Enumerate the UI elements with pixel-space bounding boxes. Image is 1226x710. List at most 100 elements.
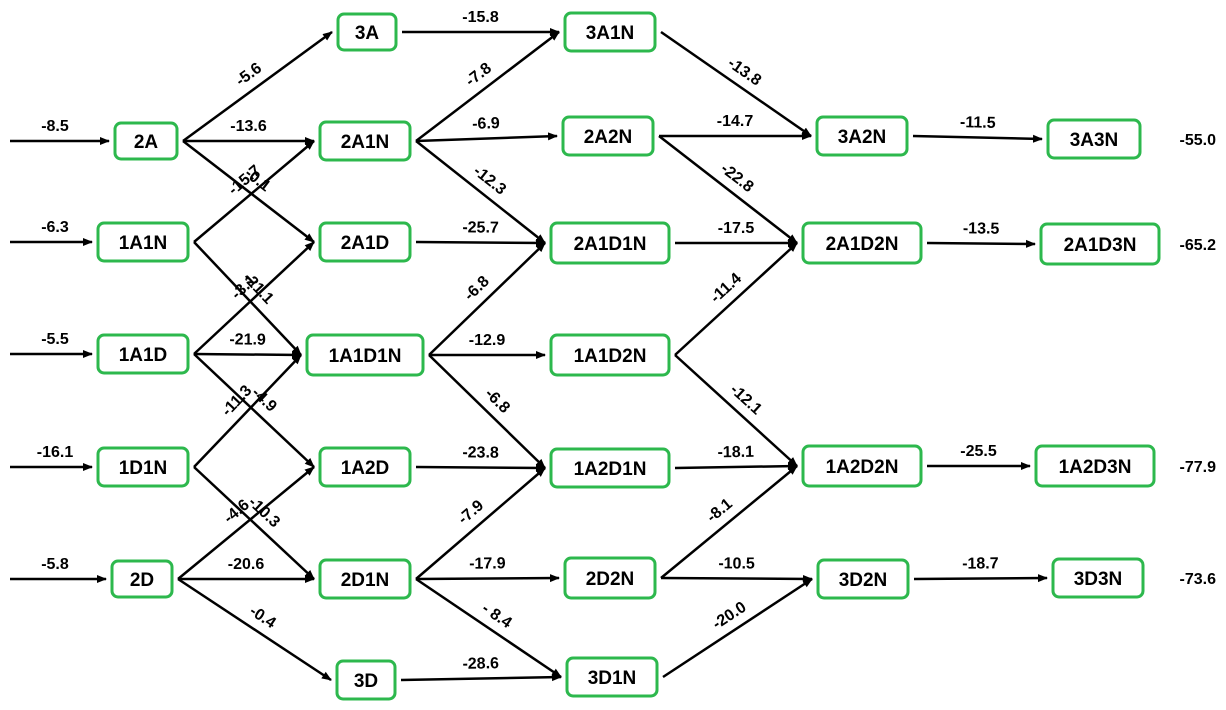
node-label: 3A1N xyxy=(586,23,635,44)
edge-2d1n-to-3d1n xyxy=(415,577,562,679)
node-label: 2A1D3N xyxy=(1064,235,1137,256)
node-box xyxy=(549,333,671,377)
node-1a2d1n: 1A2D1N xyxy=(549,447,671,489)
edge-1a1d2n-to-1a2d2n xyxy=(674,354,798,467)
node-box xyxy=(318,446,412,488)
node-label: 3A2N xyxy=(838,127,887,148)
node-box xyxy=(549,447,671,489)
edge-2a2n-to-2a1d2n xyxy=(658,135,798,244)
edge-label-3a-to-3a1n: -15.8 xyxy=(462,9,499,26)
node-box xyxy=(563,11,657,53)
node-1d1n: 1D1N xyxy=(96,446,190,488)
edge-2d1n-to-2d2n xyxy=(415,574,560,583)
node-box xyxy=(305,333,425,377)
node-box xyxy=(561,115,655,157)
node-label: 1A2D2N xyxy=(826,457,899,478)
edge-1a1d1n-to-2a1d1n xyxy=(428,242,546,356)
node-label: 1A1N xyxy=(119,233,168,254)
edge-label-2a1d1n-to-2a1d2n: -17.5 xyxy=(718,220,755,237)
edge-2a-to-2a1d xyxy=(182,140,315,243)
node-3d: 3D xyxy=(335,659,397,701)
node-3d2n: 3D2N xyxy=(816,558,910,600)
total-3d3n: -73.6 xyxy=(1180,571,1217,588)
edge-label-1a2d1n-to-1a2d2n: -18.1 xyxy=(717,444,754,462)
edge-1a1d1n-to-1a2d1n xyxy=(428,354,546,469)
node-1a1d: 1A1D xyxy=(96,333,190,375)
edge-label-1a1d2n-to-1a2d2n: -12.1 xyxy=(727,381,765,418)
node-2a1d: 2A1D xyxy=(318,221,412,263)
input-label-1a1d: -5.5 xyxy=(41,331,69,348)
edge-1d1n-to-2d1n xyxy=(193,466,315,580)
edge-1a1d-to-2a1d xyxy=(193,241,315,355)
node-2a1d1n: 2A1D1N xyxy=(549,221,671,265)
edge-label-2a2n-to-2a1d2n: -22.8 xyxy=(717,160,756,196)
total-3a3n: -55.0 xyxy=(1180,132,1217,149)
node-label: 1A2D1N xyxy=(574,459,647,480)
node-label: 2A2N xyxy=(584,127,633,148)
node-box xyxy=(318,221,412,263)
node-box xyxy=(318,558,412,600)
edge-2d1n-to-1a2d1n xyxy=(415,467,546,580)
edge-label-3d-to-3d1n: -28.6 xyxy=(462,655,499,673)
edge-label-3a2n-to-3a3n: -11.5 xyxy=(960,114,996,132)
edge-3d1n-to-3d2n xyxy=(662,577,813,679)
edge-label-2d1n-to-3d1n: - 8.4 xyxy=(479,600,515,632)
node-label: 2A1N xyxy=(341,132,390,153)
node-label: 1A1D xyxy=(119,345,168,366)
edge-2a1d2n-to-2a1d3n xyxy=(926,239,1036,248)
edge-1a1d-to-1a2d xyxy=(193,353,315,468)
node-box xyxy=(1039,222,1161,266)
node-3a3n: 3A3N xyxy=(1046,118,1142,160)
edge-label-3d1n-to-3d2n: -20.0 xyxy=(710,599,750,633)
edge-1a1d2n-to-2a1d2n xyxy=(674,242,798,356)
node-3d3n: 3D3N xyxy=(1051,557,1145,599)
node-label: 1A2D3N xyxy=(1059,457,1132,478)
node-label: 3D2N xyxy=(839,570,888,591)
node-box xyxy=(96,221,190,263)
edge-label-2a-to-2a1n: -13.6 xyxy=(230,118,267,135)
edge-3a2n-to-3a3n xyxy=(912,134,1043,143)
edge-1a1n-to-2a1n xyxy=(193,140,315,243)
node-label: 2A xyxy=(134,132,159,153)
node-label: 2D xyxy=(130,570,154,591)
edge-1d1n-to-1a1d1n xyxy=(193,354,302,468)
node-label: 2D1N xyxy=(341,570,390,591)
edge-3d-to-3d1n xyxy=(400,673,562,682)
node-2d1n: 2D1N xyxy=(318,558,412,600)
edge-label-3a1n-to-3a2n: -13.8 xyxy=(724,55,764,90)
node-box xyxy=(801,221,923,265)
input-label-2a: -8.5 xyxy=(41,118,69,135)
node-box xyxy=(96,446,190,488)
node-label: 1A1D2N xyxy=(574,346,647,367)
edge-label-2a2n-to-3a2n: -14.7 xyxy=(717,113,754,130)
node-label: 1A1D1N xyxy=(329,346,402,367)
edge-3d2n-to-3d3n xyxy=(913,574,1048,583)
edge-label-1a1d-to-1a1d1n: -21.9 xyxy=(229,331,266,348)
node-box xyxy=(815,115,909,157)
edge-label-3d2n-to-3d3n: -18.7 xyxy=(962,555,999,572)
node-box xyxy=(563,556,657,600)
node-label: 2A1D1N xyxy=(574,234,647,255)
node-2a1d3n: 2A1D3N xyxy=(1039,222,1161,266)
node-box xyxy=(1046,118,1142,160)
node-1a2d3n: 1A2D3N xyxy=(1034,444,1156,488)
node-label: 3D1N xyxy=(588,668,637,689)
node-label: 2D2N xyxy=(586,569,635,590)
node-box xyxy=(549,221,671,265)
node-3a2n: 3A2N xyxy=(815,115,909,157)
edge-label-2a1d2n-to-2a1d3n: -13.5 xyxy=(963,220,1000,237)
node-label: 1A2D xyxy=(341,458,390,479)
edge-1a2d-to-1a2d1n xyxy=(415,463,546,472)
input-label-1d1n: -16.1 xyxy=(37,444,74,461)
node-1a1d1n: 1A1D1N xyxy=(305,333,425,377)
edge-label-1d1n-to-1a1d1n: -11.3 xyxy=(219,382,256,420)
node-3d1n: 3D1N xyxy=(565,656,659,698)
input-label-2d: -5.8 xyxy=(41,556,69,573)
node-label: 3A xyxy=(355,23,380,44)
node-box xyxy=(318,120,412,162)
edge-2d2n-to-3d2n xyxy=(660,574,813,583)
node-2d2n: 2D2N xyxy=(563,556,657,600)
node-1a1n: 1A1N xyxy=(96,221,190,263)
node-2a2n: 2A2N xyxy=(561,115,655,157)
